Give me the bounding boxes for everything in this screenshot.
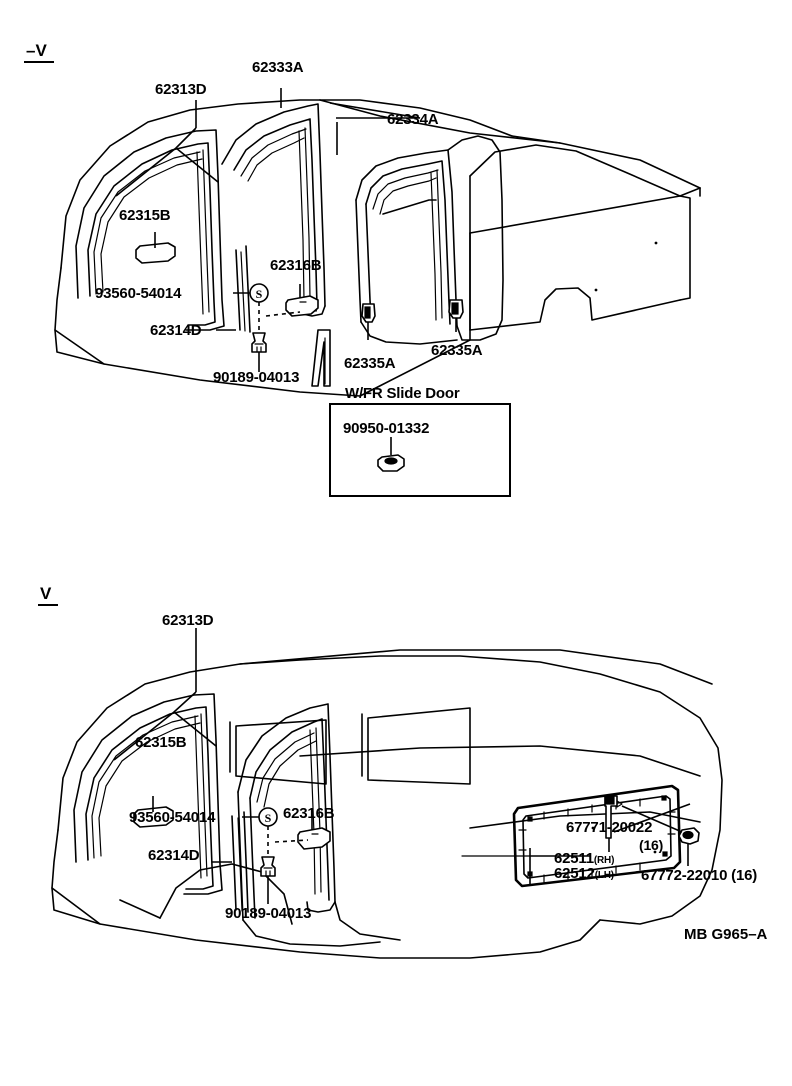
label-90189-bottom: 90189-04013	[225, 905, 312, 922]
label-62316b-bottom: 62316B	[283, 805, 335, 822]
diagram-reference-code: MB G965–A	[684, 926, 768, 943]
bottom-diagram-graphic: S	[51, 628, 723, 959]
label-62313d-bottom: 62313D	[162, 612, 214, 629]
label-90950-inset: 90950-01332	[343, 420, 430, 437]
label-slide-door-note: W/FR Slide Door	[345, 385, 460, 402]
label-62512: 62512(LH)	[554, 866, 614, 881]
label-93560-bottom: 93560-54014	[129, 809, 216, 826]
label-62333a-top: 62333A	[252, 59, 304, 76]
label-90189-top: 90189-04013	[213, 369, 300, 386]
label-93560-top: 93560-54014	[95, 285, 182, 302]
label-67772: 67772-22010 (16)	[641, 867, 758, 884]
label-62335a-left-top: 62335A	[344, 355, 396, 372]
svg-text:S: S	[256, 287, 263, 301]
variant-mark-bottom: V	[38, 585, 59, 606]
label-62511-side: (RH)	[593, 855, 615, 866]
label-62512-number: 62512	[554, 865, 595, 882]
label-67771: 67771-20022	[566, 819, 653, 836]
svg-text:S: S	[265, 811, 272, 825]
label-62316b-top: 62316B	[270, 257, 322, 274]
label-62335a-right-top: 62335A	[431, 342, 483, 359]
label-62314d-top: 62314D	[150, 322, 202, 339]
label-62313d-top: 62313D	[155, 81, 207, 98]
label-62315b-top: 62315B	[119, 207, 171, 224]
label-62334a-top: 62334A	[387, 111, 439, 128]
label-62511-number: 62511	[554, 850, 594, 867]
variant-mark-top: –V	[24, 42, 54, 63]
label-62315b-bottom: 62315B	[135, 734, 187, 751]
label-62512-side: (LH)	[594, 870, 614, 881]
label-67771-qty: (16)	[639, 837, 664, 853]
top-diagram-graphic: S	[54, 88, 701, 497]
label-62511: 62511(RH)	[554, 851, 614, 866]
label-62314d-bottom: 62314D	[148, 847, 200, 864]
